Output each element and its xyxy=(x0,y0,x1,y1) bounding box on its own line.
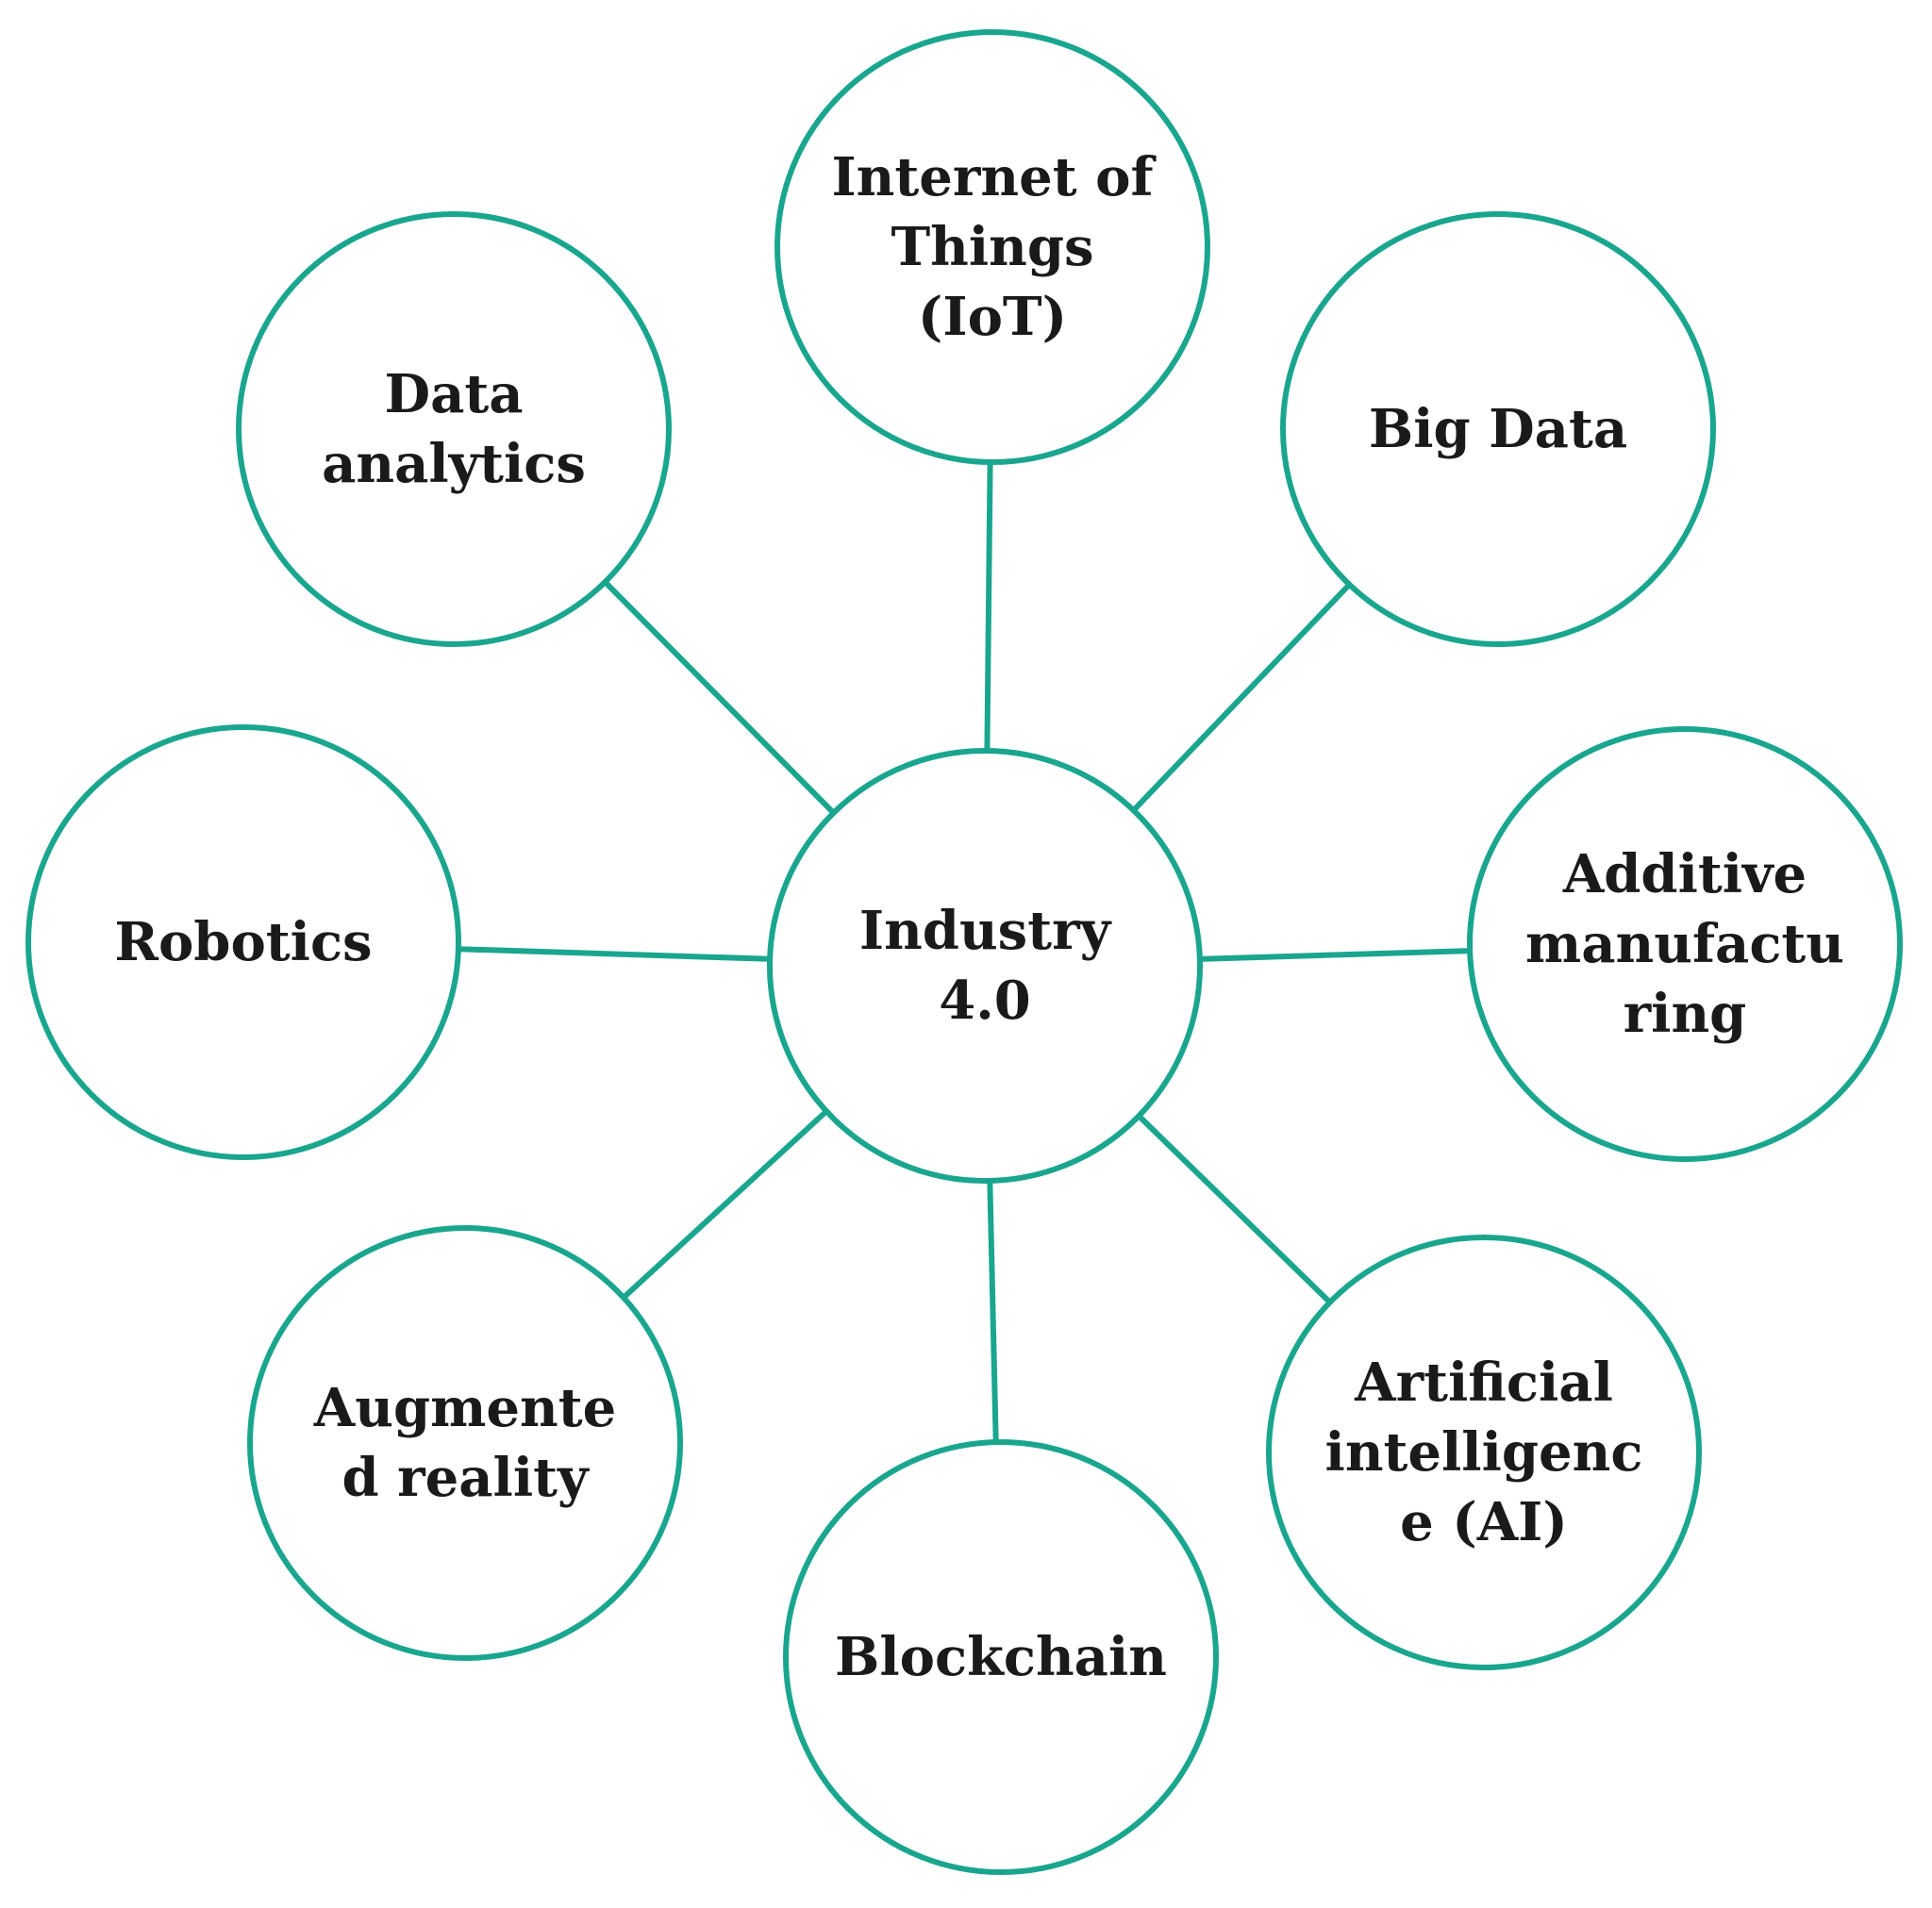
node-label-industry-4-0-line-1: Industry xyxy=(859,900,1112,962)
node-label-blockchain-line-1: Blockchain xyxy=(835,1626,1167,1688)
node-label-additive-manufacturing-line-1: Additive xyxy=(1562,843,1807,905)
node-label-internet-of-things-line-3: (IoT) xyxy=(918,286,1067,348)
connector-data-analytics xyxy=(603,579,836,816)
node-circle-artificial-intelligence xyxy=(1266,1235,1702,1670)
node-circle-big-data xyxy=(1280,211,1716,647)
node-internet-of-things: Internet of Things (IoT) xyxy=(774,29,1210,465)
node-circle-additive-manufacturing xyxy=(1467,726,1903,1162)
node-label-artificial-intelligence-line-3: e (AI) xyxy=(1400,1491,1568,1553)
node-label-internet-of-things-line-2: Things xyxy=(891,216,1093,278)
node-label-augmented-reality-line-1: Augmente xyxy=(313,1377,616,1439)
node-circle-blockchain xyxy=(783,1439,1219,1875)
node-label-artificial-intelligence-line-1: Artificial xyxy=(1354,1352,1613,1414)
connector-artificial-intelligence xyxy=(1137,1114,1332,1304)
node-augmented-reality: Augmente d reality xyxy=(247,1225,683,1661)
diagram-nodes: Industry 4.0 Internet of Things (IoT) Big Dat… xyxy=(25,29,1903,1875)
node-label-data-analytics-line-1: Data xyxy=(385,363,524,425)
connector-lines xyxy=(458,461,1471,1443)
connector-augmented-reality xyxy=(621,1108,829,1301)
node-circle-internet-of-things xyxy=(774,29,1210,465)
node-label-data-analytics-line-2: analytics xyxy=(322,433,586,495)
node-blockchain: Blockchain xyxy=(783,1439,1219,1875)
node-circle-robotics xyxy=(25,724,461,1160)
connector-blockchain xyxy=(987,1180,999,1443)
node-label-internet-of-things-line-1: Internet of xyxy=(831,146,1157,208)
connector-additive-manufacturing xyxy=(1199,948,1471,962)
node-circle-data-analytics xyxy=(236,211,672,647)
node-additive-manufacturing: Additive manufactu ring xyxy=(1467,726,1903,1162)
node-label-big-data-line-1: Big Data xyxy=(1369,398,1627,460)
node-label-artificial-intelligence-line-2: intelligenc xyxy=(1325,1421,1643,1484)
connector-big-data xyxy=(1131,582,1352,813)
node-label-industry-4-0-line-2: 4.0 xyxy=(939,970,1030,1032)
connector-robotics xyxy=(458,946,771,962)
connector-internet-of-things xyxy=(984,461,993,752)
node-label-augmented-reality-line-2: d reality xyxy=(341,1447,589,1509)
node-data-analytics: Data analytics xyxy=(236,211,672,647)
node-label-robotics-line-1: Robotics xyxy=(114,911,372,973)
node-robotics: Robotics xyxy=(25,724,461,1160)
node-circle-augmented-reality xyxy=(247,1225,683,1661)
node-label-additive-manufacturing-line-2: manufactu xyxy=(1525,913,1844,975)
node-artificial-intelligence: Artificial intelligenc e (AI) xyxy=(1266,1235,1702,1670)
node-circle-industry-4-0 xyxy=(767,748,1203,1184)
node-big-data: Big Data xyxy=(1280,211,1716,647)
node-industry-4-0: Industry 4.0 xyxy=(767,748,1203,1184)
node-label-additive-manufacturing-line-3: ring xyxy=(1624,983,1747,1045)
